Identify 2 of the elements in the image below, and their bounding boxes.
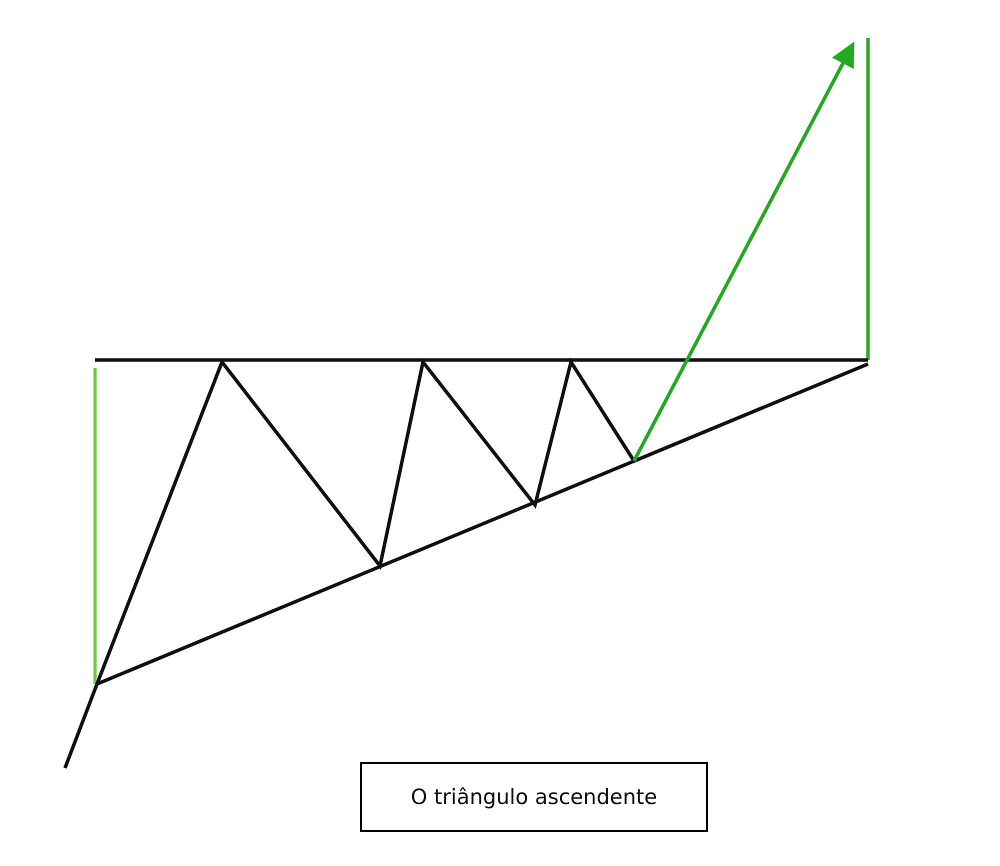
caption-text: O triângulo ascendente xyxy=(410,785,658,809)
caption-box xyxy=(360,762,708,832)
